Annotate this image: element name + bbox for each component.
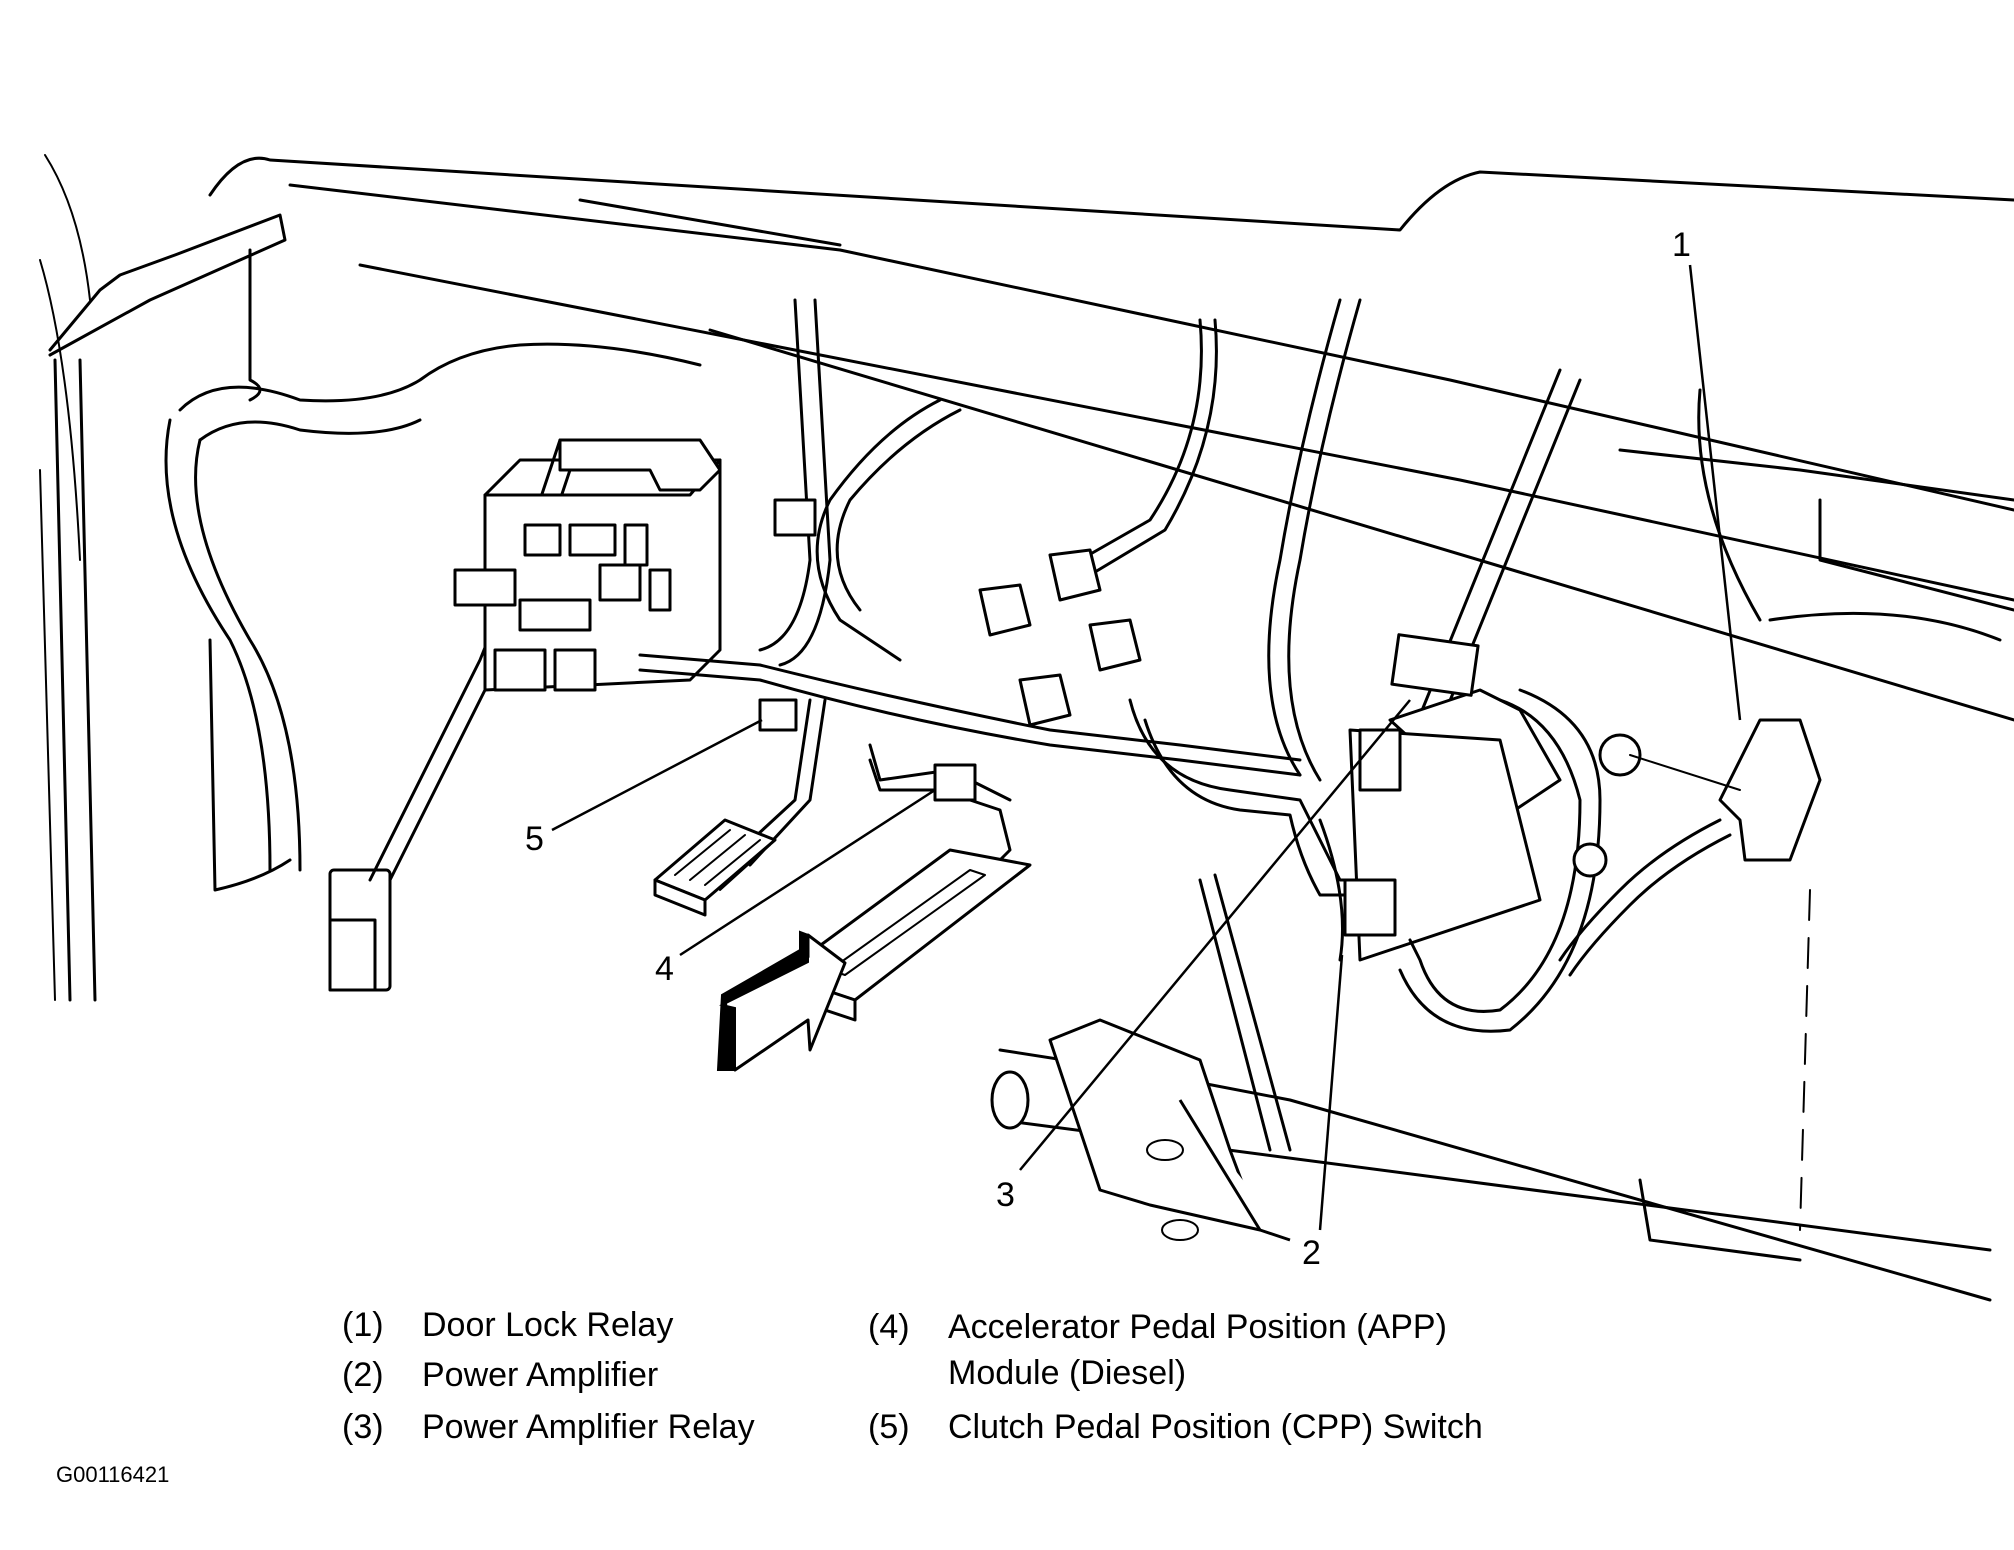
callout-2: 2 [1302,1234,1321,1272]
leader-line-1 [1688,264,1742,721]
leader-line-2 [1318,954,1344,1231]
cpp-switch [758,698,798,732]
legend-number: (3) [342,1408,384,1446]
dashboard-outline [39,154,2014,1002]
legend-number: (1) [342,1306,384,1344]
clutch-pedal [653,698,827,917]
door-lock-relay [1718,718,1822,862]
callout-5: 5 [525,820,544,858]
callout-1: 1 [1672,226,1691,264]
legend-label-continued: Module (Diesel) [948,1354,1187,1392]
leader-line-5 [551,718,763,832]
legend-label: Power Amplifier Relay [422,1408,755,1446]
callout-4: 4 [655,950,674,988]
leader-line-4 [679,788,936,957]
view-direction-arrow [716,930,847,1072]
right-assembly [990,388,2014,1302]
legend-number: (4) [868,1308,910,1346]
leader-lines [551,264,1742,1231]
legend-label: Accelerator Pedal Position (APP) [948,1308,1447,1346]
legend-number: (5) [868,1408,910,1446]
legend-number: (2) [342,1356,384,1394]
legend-label: Door Lock Relay [422,1306,674,1344]
callout-3: 3 [996,1176,1015,1214]
legend-label: Clutch Pedal Position (CPP) Switch [948,1408,1483,1446]
legend-label: Power Amplifier [422,1356,659,1394]
junction-block [453,438,722,692]
power-amplifier-relay [1390,633,1480,697]
leader-line-3 [1019,699,1411,1171]
app-module [933,763,977,802]
figure-id: G00116421 [56,1462,170,1487]
